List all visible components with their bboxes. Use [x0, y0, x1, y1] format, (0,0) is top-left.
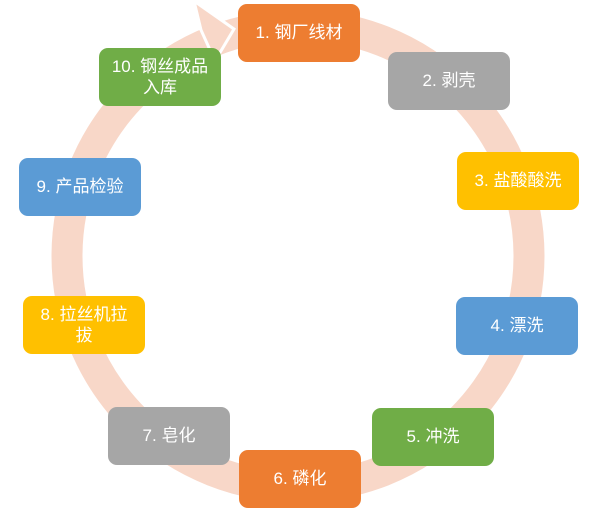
- step-6-box: 6. 磷化: [239, 450, 361, 508]
- step-10-box: 10. 钢丝成品入库: [99, 48, 221, 106]
- step-4-label: 4. 漂洗: [490, 316, 544, 336]
- step-3-label: 3. 盐酸酸洗: [474, 171, 562, 191]
- step-7-box: 7. 皂化: [108, 407, 230, 465]
- step-1-label: 1. 钢厂线材: [255, 23, 343, 43]
- step-2-box: 2. 剥壳: [388, 52, 510, 110]
- step-6-label: 6. 磷化: [273, 469, 327, 489]
- cycle-arrowhead-icon: [192, 0, 237, 65]
- step-5-label: 5. 冲洗: [406, 427, 460, 447]
- step-9-label: 9. 产品检验: [36, 177, 124, 197]
- step-4-box: 4. 漂洗: [456, 297, 578, 355]
- step-3-box: 3. 盐酸酸洗: [457, 152, 579, 210]
- step-8-box: 8. 拉丝机拉拔: [23, 296, 145, 354]
- step-9-box: 9. 产品检验: [19, 158, 141, 216]
- step-7-label: 7. 皂化: [142, 426, 196, 446]
- step-10-label: 10. 钢丝成品入库: [111, 56, 209, 97]
- step-8-label: 8. 拉丝机拉拔: [40, 304, 128, 345]
- step-5-box: 5. 冲洗: [372, 408, 494, 466]
- step-2-label: 2. 剥壳: [422, 71, 476, 91]
- step-1-box: 1. 钢厂线材: [238, 4, 360, 62]
